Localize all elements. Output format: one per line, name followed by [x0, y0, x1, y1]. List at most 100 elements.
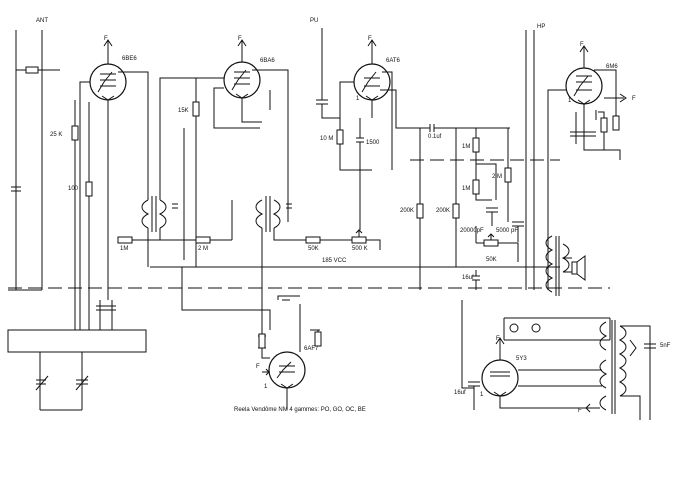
label-1m-left: 1M [120, 246, 128, 252]
label-200k-b: 200K [436, 208, 450, 214]
label-500k: 500 K [352, 246, 368, 252]
r2m-wire [476, 128, 509, 222]
tube-5y3 [481, 337, 519, 397]
label-100: 100 [68, 186, 79, 192]
if2-wire [261, 200, 306, 267]
t5-r1 [258, 333, 266, 349]
power-transformer [599, 320, 627, 414]
t3-plate [371, 71, 430, 170]
schematic-caption: Reela Vendôme NM 4 gammes: PO, GO, OC, B… [234, 407, 366, 413]
label-6ba6: 6BA6 [260, 58, 275, 64]
cap-5nf [644, 340, 656, 360]
label-vcc: 185 VCC [322, 258, 347, 264]
label-10m: 10 M [320, 136, 333, 142]
label-f-t4b: F [632, 96, 636, 102]
hp-lines [525, 30, 535, 290]
t1-plate [118, 71, 149, 200]
label-6af7: 6AF7 [304, 346, 319, 352]
label-50k-left: 50K [308, 246, 319, 252]
speaker-icon [563, 255, 586, 281]
block-trimmer-2 [75, 352, 89, 410]
res-1m-a [472, 137, 480, 153]
label-1-t6: 1 [480, 392, 484, 398]
t3-grid [339, 81, 372, 230]
block-trimmers-top [96, 300, 116, 330]
label-16uf-b: 16uf [454, 390, 466, 396]
if-transformer-1 [141, 196, 178, 232]
res-10m [336, 129, 344, 145]
res-100 [85, 181, 93, 197]
tube-6ba6 [223, 39, 261, 99]
label-1-t5: 1 [264, 384, 268, 390]
ant-resistor [25, 66, 39, 74]
label-6at6: 6AT6 [386, 58, 401, 64]
label-hp: HP [537, 24, 545, 30]
ps-fuse-2 [531, 323, 541, 333]
label-f-t4: F [580, 42, 584, 48]
ps-heater-arrow [585, 403, 600, 413]
label-16uf-a: 16uf [462, 275, 474, 281]
label-25k: 25 K [50, 132, 62, 138]
label-f-t2: F [238, 36, 242, 42]
tube-6af7 [268, 351, 306, 389]
t2-wires [190, 69, 289, 267]
t4-screen-r [612, 115, 620, 131]
label-200k-a: 200K [400, 208, 414, 214]
label-01uf: 0.1uf [428, 134, 442, 140]
cap-20000pf [486, 207, 498, 226]
t1-grid [79, 81, 90, 330]
pot-50k [483, 239, 499, 247]
pot-500k-return [366, 239, 381, 250]
res-200k-a [416, 203, 424, 219]
t5-r2 [314, 331, 322, 347]
label-pu: PU [310, 18, 318, 24]
ps-box-wires [503, 317, 611, 341]
label-f-t6: F [496, 336, 500, 342]
pot-500k [351, 236, 367, 244]
label-2m-left: 2 M [198, 246, 208, 252]
label-f-t3: F [368, 36, 372, 42]
label-1500: 1500 [366, 140, 380, 146]
block-trimmer-1 [35, 352, 49, 410]
t4-cathode-r [600, 117, 608, 133]
ps-cap-16uf-a [472, 270, 480, 290]
coil-block [7, 329, 147, 353]
ps-rect-wires [499, 369, 602, 409]
label-20000pf: 20000pF [460, 228, 484, 234]
tube-6m6 [565, 45, 603, 105]
label-1m-a: 1M [462, 144, 470, 150]
mains-wires [620, 325, 651, 420]
label-f-t1: F [104, 36, 108, 42]
t5-heater-arrow [262, 368, 270, 376]
label-f-t5: F [256, 364, 260, 370]
label-1m-b: 1M [462, 186, 470, 192]
pot-50k-wiper [487, 233, 495, 240]
res-200k-b [452, 203, 460, 219]
cap-5000pf [512, 221, 524, 242]
label-ant: ANT [36, 18, 48, 24]
pot-50k-wire [475, 226, 519, 262]
res-15k [192, 101, 200, 117]
cap-01uf [429, 124, 510, 132]
pu-line [316, 28, 341, 130]
tube-6be6 [89, 39, 127, 101]
label-5000pf: 5000 pF [496, 228, 518, 234]
res-25k [71, 125, 79, 141]
label-1-t3: 1 [356, 96, 360, 102]
res-1m-b [472, 179, 480, 195]
t4-heater-arrow [604, 93, 627, 103]
label-5y3: 5Y3 [516, 356, 527, 362]
label-6m6: 6M6 [606, 64, 618, 70]
ps-left-wire [461, 300, 474, 389]
label-6be6: 6BE6 [122, 56, 137, 62]
if-transformer-2 [255, 196, 292, 232]
label-1-t4: 1 [568, 98, 572, 104]
r1m-wire [475, 128, 492, 201]
tube-6at6 [353, 39, 391, 101]
ps-fuse-1 [509, 323, 519, 333]
pot-500k-wiper [355, 229, 363, 237]
label-50k-right: 50K [486, 257, 497, 263]
label-15k: 15K [178, 108, 189, 114]
output-transformer [545, 235, 570, 296]
